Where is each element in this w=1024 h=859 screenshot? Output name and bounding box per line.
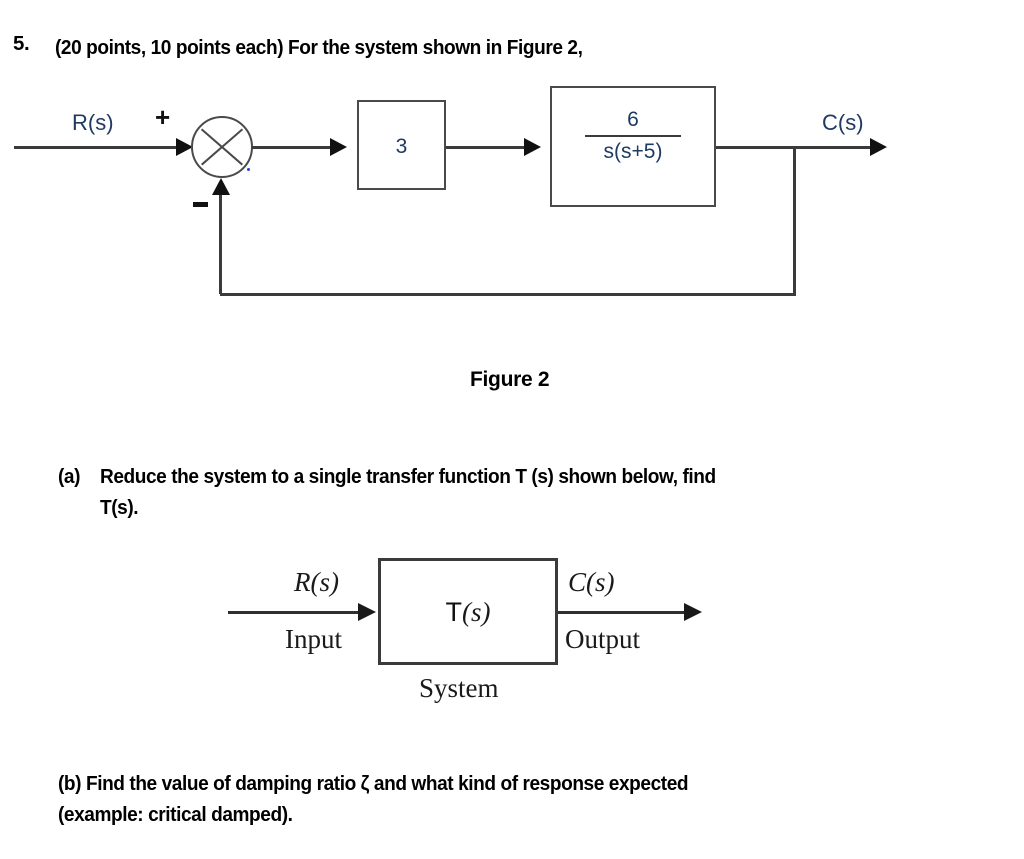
feedback-tap-vertical-line — [793, 146, 796, 296]
output-signal-label: C(s) — [822, 110, 864, 135]
figure-caption: Figure 2 — [470, 368, 550, 391]
figure-2-block-diagram: R(s) + 3 6 s(s+5) — [0, 72, 1024, 392]
plant-input-arrowhead — [524, 138, 541, 156]
fraction-bar — [585, 135, 681, 137]
ts-system-caption: System — [419, 673, 499, 703]
ts-output-arrowhead — [684, 603, 702, 621]
plant-denominator: s(s+5) — [603, 140, 663, 163]
gain-input-arrowhead — [330, 138, 347, 156]
part-b-line-1: (b) Find the value of damping ratio ζ an… — [58, 772, 689, 795]
gain-block: 3 — [357, 100, 446, 190]
ts-input-caption: Input — [285, 624, 342, 654]
ts-input-arrowhead — [358, 603, 376, 621]
part-a-line-1: Reduce the system to a single transfer f… — [100, 465, 716, 488]
input-line — [14, 146, 184, 149]
part-a-line-2: T(s). — [100, 496, 139, 519]
error-signal-line — [252, 146, 337, 149]
summing-marker-dot — [247, 168, 250, 171]
ts-block-label-suffix: (s) — [462, 597, 491, 627]
summing-junction — [191, 116, 253, 178]
summing-minus-sign — [193, 202, 208, 207]
ts-input-signal-label: R(s) — [294, 567, 339, 597]
plant-fraction: 6 s(s+5) — [552, 108, 714, 164]
gain-block-label: 3 — [395, 135, 408, 158]
summing-plus-sign: + — [155, 102, 171, 132]
input-signal-label: R(s) — [72, 110, 114, 135]
feedback-return-vertical-line — [219, 194, 222, 294]
ts-output-signal-label: C(s) — [568, 567, 615, 597]
plant-transfer-function-block: 6 s(s+5) — [550, 86, 716, 207]
feedback-arrowhead — [212, 178, 230, 195]
question-statement: (20 points, 10 points each) For the syst… — [55, 36, 583, 59]
part-a-label: (a) — [58, 465, 81, 488]
single-transfer-function-diagram: R(s) Input T(s) C(s) Output System — [0, 545, 1024, 720]
part-b-line-2: (example: critical damped). — [58, 803, 293, 826]
ts-block-label: T(s) — [381, 597, 555, 628]
gain-output-line — [446, 146, 531, 149]
ts-block-label-prefix: T — [445, 597, 463, 627]
question-number: 5. — [13, 32, 30, 55]
ts-output-caption: Output — [565, 624, 641, 654]
feedback-horizontal-line — [220, 293, 795, 296]
plant-numerator: 6 — [627, 108, 639, 131]
ts-output-line — [558, 611, 686, 614]
input-arrowhead — [176, 138, 193, 156]
ts-input-line — [228, 611, 360, 614]
ts-block: T(s) — [378, 558, 558, 665]
output-arrowhead — [870, 138, 887, 156]
output-line — [716, 146, 876, 149]
